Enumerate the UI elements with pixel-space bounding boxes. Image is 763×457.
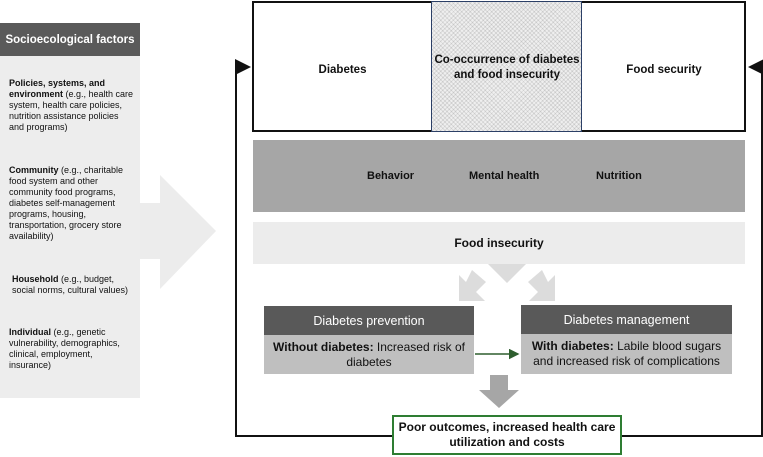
- mediator-behavior: Behavior: [367, 170, 415, 182]
- management-header: Diabetes management: [521, 305, 732, 334]
- factor-policies-title: Policies, systems, and environment: [9, 78, 106, 99]
- outcomes-label: Poor outcomes, increased health care uti…: [398, 420, 616, 449]
- factor-individual: Individual (e.g., genetic vulnerability,…: [9, 327, 135, 371]
- factor-household: Household (e.g., budget, social norms, c…: [12, 274, 136, 296]
- factors-panel: [0, 56, 140, 398]
- factor-community: Community (e.g., charitable food system …: [9, 165, 135, 242]
- factor-community-title: Community: [9, 165, 59, 175]
- factor-household-detail: (e.g., budget, social norms, cultural va…: [12, 274, 129, 295]
- feedback-loop-right: [622, 59, 763, 437]
- factor-policies-detail: (e.g., health care system, health care p…: [9, 89, 134, 132]
- cooccurrence-box: [431, 1, 582, 132]
- factor-individual-detail: (e.g., genetic vulnerability, demographi…: [9, 327, 120, 370]
- management-text: Labile blood sugars and increased risk o…: [533, 339, 722, 368]
- prevention-header: Diabetes prevention: [264, 306, 474, 335]
- food-insecurity-label: Food insecurity: [454, 236, 544, 250]
- factors-header-label: Socioecological factors: [5, 33, 135, 46]
- mediator-mental-health: Mental health: [469, 170, 540, 182]
- food-security-label: Food security: [626, 63, 702, 76]
- prevention-text: Increased risk of diabetes: [346, 339, 465, 369]
- food-insecurity-band: Food insecurity: [253, 222, 745, 264]
- mediators-band: [253, 140, 745, 212]
- feedback-loop-left: [235, 59, 392, 437]
- split-arrow-icon: [459, 264, 555, 301]
- factor-household-title: Household: [12, 274, 59, 284]
- factor-policies: Policies, systems, and environment (e.g.…: [9, 78, 135, 133]
- down-arrow-icon: [479, 375, 519, 408]
- mediator-nutrition: Nutrition: [596, 170, 642, 182]
- management-bold: With diabetes:: [531, 339, 614, 353]
- diabetes-label: Diabetes: [318, 63, 367, 76]
- cooccurrence-label: Co-occurrence of diabetes and food insec…: [434, 54, 580, 81]
- outcomes-box: Poor outcomes, increased health care uti…: [392, 415, 622, 455]
- management-title: Diabetes management: [563, 312, 690, 327]
- management-body: With diabetes: Labile blood sugars and i…: [521, 334, 732, 374]
- influence-arrow-icon: [140, 175, 216, 289]
- prevention-bold: Without diabetes:: [273, 339, 374, 354]
- factor-individual-title: Individual: [9, 327, 52, 337]
- prevention-title: Diabetes prevention: [313, 313, 425, 328]
- prevention-body: Without diabetes: Increased risk of diab…: [264, 335, 474, 374]
- factors-header: Socioecological factors: [0, 23, 140, 56]
- factor-community-detail: (e.g., charitable food system and other …: [9, 165, 124, 241]
